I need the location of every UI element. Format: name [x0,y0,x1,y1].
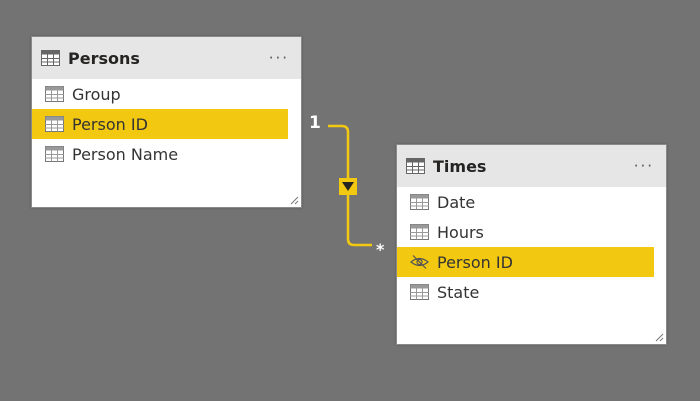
column-icon [45,86,64,102]
column-icon [410,194,429,210]
more-options-icon[interactable]: ··· [268,49,289,67]
filter-direction-arrow-icon [342,182,354,191]
field-label: State [437,282,480,302]
column-icon [410,224,429,240]
field-label: Person Name [72,144,179,164]
field-row-hours[interactable]: Hours [397,217,666,247]
field-row-person-id-hidden[interactable]: Person ID [397,247,654,277]
field-row-group[interactable]: Group [32,79,301,109]
field-row-person-name[interactable]: Person Name [32,139,301,169]
hidden-field-icon [410,255,429,269]
table-icon [41,50,60,66]
persons-table-card[interactable]: Persons ··· Group Person ID [31,36,302,208]
resize-handle-icon[interactable] [654,332,664,342]
more-options-icon[interactable]: ··· [633,157,654,175]
field-row-date[interactable]: Date [397,187,666,217]
persons-table-title: Persons [68,48,140,68]
column-icon [410,284,429,300]
field-row-state[interactable]: State [397,277,666,307]
field-row-person-id[interactable]: Person ID [32,109,288,139]
field-label: Date [437,192,476,212]
resize-handle-icon[interactable] [289,195,299,205]
times-table-card[interactable]: Times ··· Date Hours [396,144,667,345]
table-icon [406,158,425,174]
field-label: Person ID [437,252,513,272]
column-icon [45,146,64,162]
persons-table-header[interactable]: Persons ··· [32,37,301,79]
cardinality-one-label: 1 [309,113,321,133]
times-table-title: Times [433,156,487,176]
field-label: Hours [437,222,484,242]
times-table-header[interactable]: Times ··· [397,145,666,187]
column-icon [45,116,64,132]
field-label: Person ID [72,114,148,134]
cardinality-many-label: * [376,240,385,259]
field-label: Group [72,84,121,104]
